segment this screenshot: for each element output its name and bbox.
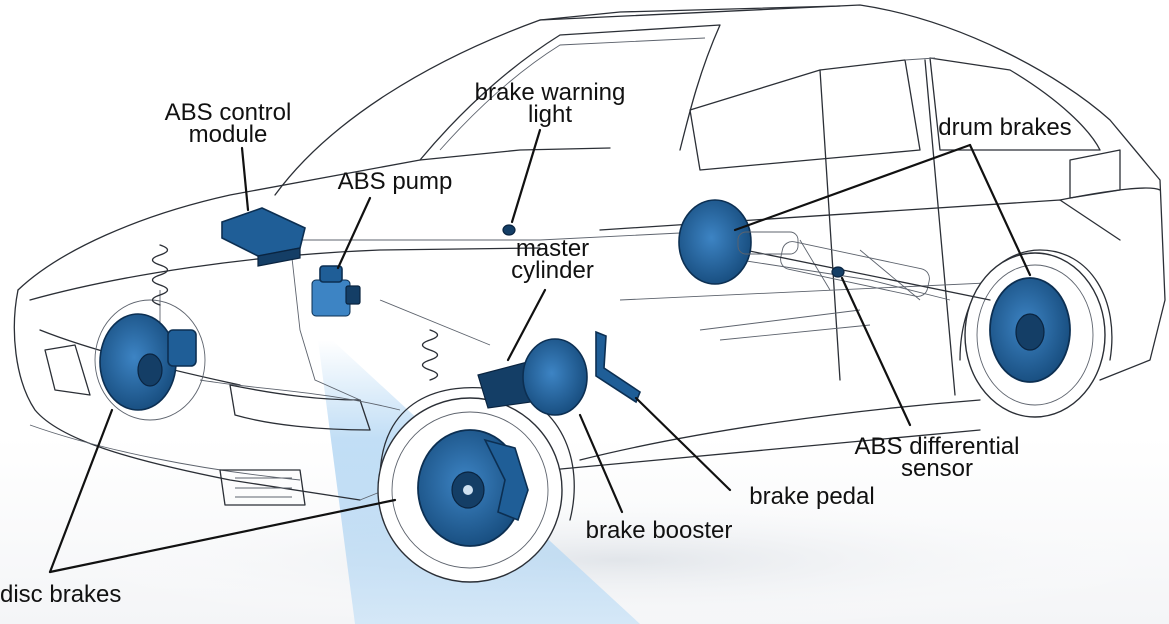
ground-shadow	[60, 490, 1169, 624]
leader-drum-brakes-a	[733, 143, 972, 232]
leader-abs-control-module	[240, 146, 250, 212]
label-abs-differential-sensor: ABS differential sensor	[854, 433, 1020, 482]
rear-drum-brake-inner-part	[678, 199, 799, 285]
leader-master-cylinder	[506, 288, 547, 362]
leader-disc-brakes-b	[48, 498, 397, 574]
label-master-cylinder: master cylinder	[511, 235, 594, 284]
label-brake-booster: brake booster	[585, 517, 733, 544]
leader-disc-brakes-a	[48, 408, 114, 574]
leader-lines	[48, 128, 1032, 574]
label-drum-brakes: drum brakes	[938, 114, 1072, 141]
rear-drum-brake-outer-part	[989, 277, 1071, 383]
label-brake-warning-light: brake warning light	[474, 79, 626, 128]
leader-drum-brakes-b	[968, 143, 1032, 277]
label-abs-control-module: ABS control module	[164, 99, 292, 148]
front-left-disc-brake-part	[99, 313, 197, 411]
abs-pump-part	[311, 265, 361, 317]
brake-pedal-part	[595, 330, 641, 404]
leader-brake-booster	[578, 413, 624, 514]
leader-abs-pump	[336, 196, 372, 270]
label-brake-pedal: brake pedal	[749, 483, 875, 510]
front-right-disc-brake-part	[417, 429, 529, 547]
label-abs-pump: ABS pump	[337, 168, 453, 195]
brake-booster-part	[477, 338, 588, 416]
brake-warning-light-part	[502, 224, 516, 236]
leader-abs-diff-sensor	[840, 276, 912, 427]
leader-brake-warning-light	[510, 128, 542, 224]
abs-differential-sensor-part	[831, 266, 845, 278]
front-left-wheel	[94, 299, 206, 421]
car-body	[13, 4, 1166, 506]
leader-brake-pedal	[634, 396, 732, 492]
label-disc-brakes: disc brakes	[0, 581, 122, 608]
abs-control-module-part	[221, 207, 306, 267]
